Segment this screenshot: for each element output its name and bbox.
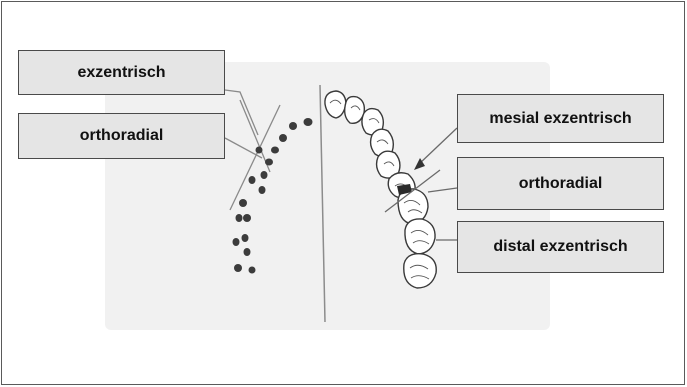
right-teeth-arch: [325, 91, 436, 288]
dot: [244, 248, 251, 256]
label-orthoradial-left: orthoradial: [18, 113, 225, 159]
dot: [289, 122, 297, 130]
tooth: [404, 254, 436, 288]
dot: [243, 214, 251, 222]
dot: [249, 176, 256, 184]
dot: [261, 171, 268, 179]
projection-line-1: [230, 105, 280, 210]
tooth: [405, 219, 435, 254]
label-distal-exzentrisch: distal exzentrisch: [457, 221, 664, 273]
label-orthoradial-right: orthoradial: [457, 157, 664, 210]
tooth: [325, 91, 346, 118]
dot: [304, 118, 313, 126]
orthoradial-right-leader: [428, 188, 457, 192]
dot: [259, 186, 266, 194]
dot: [279, 134, 287, 142]
label-mesial-exzentrisch: mesial exzentrisch: [457, 94, 664, 143]
dot: [236, 214, 243, 222]
left-dot-arch: [233, 118, 313, 274]
dot: [242, 234, 249, 242]
dot: [233, 238, 240, 246]
exzentrisch-leader: [225, 90, 258, 135]
dot: [256, 147, 263, 154]
mesial-exzentrisch-leader: [418, 128, 457, 165]
label-exzentrisch: exzentrisch: [18, 50, 225, 95]
dot: [234, 264, 242, 272]
dot: [239, 199, 247, 207]
dot: [249, 267, 256, 274]
dot: [265, 159, 273, 166]
dot: [271, 147, 279, 154]
midline: [320, 85, 325, 322]
